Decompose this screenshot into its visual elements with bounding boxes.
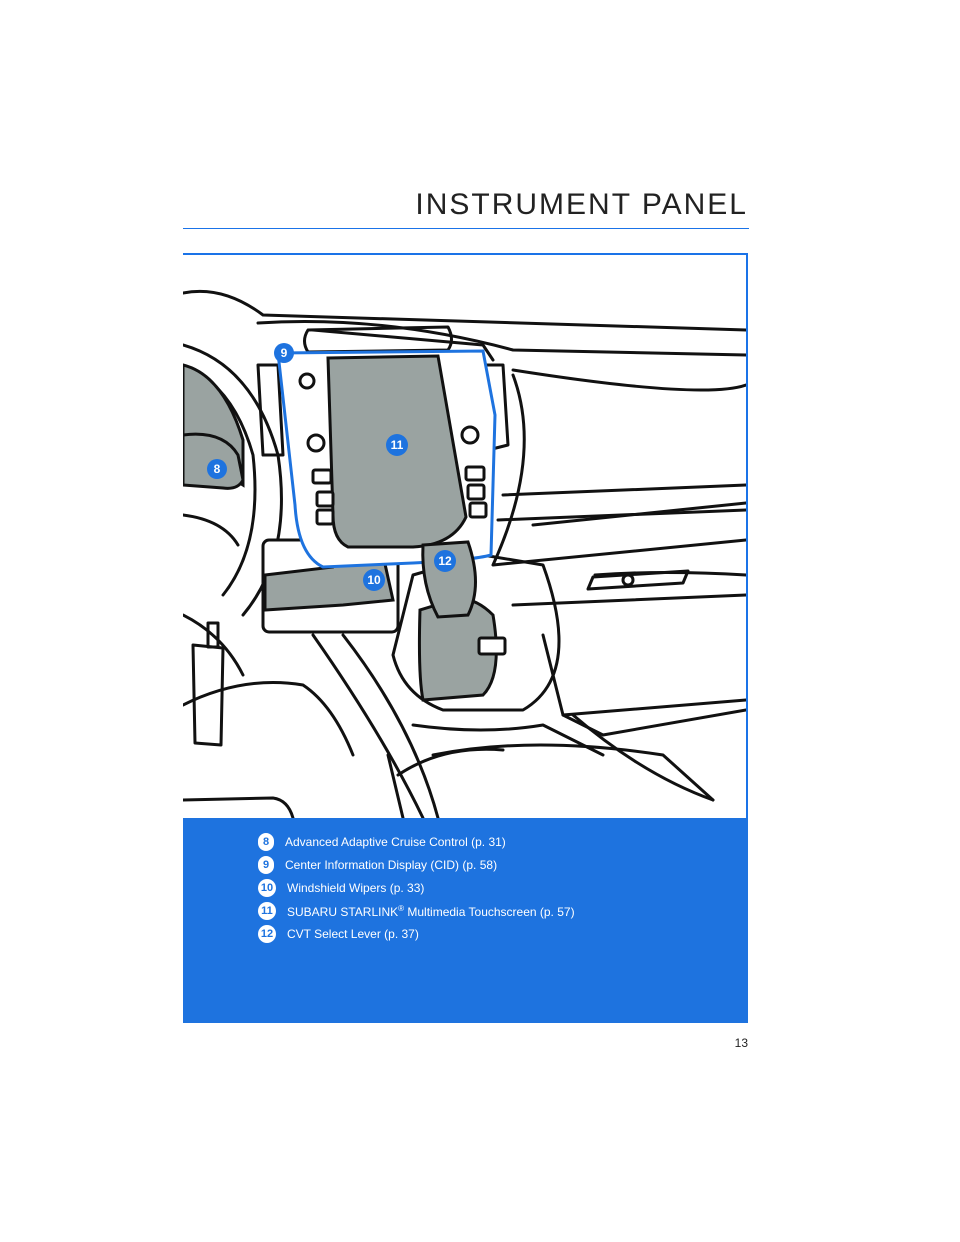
legend-item-12: 12 CVT Select Lever (p. 37) — [258, 924, 419, 944]
legend-number: 10 — [258, 879, 276, 897]
callout-9: 9 — [274, 343, 294, 363]
title-rule — [183, 228, 749, 229]
legend-panel: 8 Advanced Adaptive Cruise Control (p. 3… — [183, 818, 748, 1023]
legend-label: SUBARU STARLINK® Multimedia Touchscreen … — [287, 904, 575, 919]
legend-label: Windshield Wipers (p. 33) — [287, 881, 425, 895]
legend-label-rest: Multimedia Touchscreen (p. 57) — [404, 904, 575, 919]
legend-label: Center Information Display (CID) (p. 58) — [285, 858, 498, 872]
legend-item-11: 11 SUBARU STARLINK® Multimedia Touchscre… — [258, 901, 575, 921]
callout-8: 8 — [207, 459, 227, 479]
registered-mark: ® — [398, 903, 405, 913]
callout-12: 12 — [434, 550, 456, 572]
legend-number: 11 — [258, 902, 276, 920]
legend-item-8: 8 Advanced Adaptive Cruise Control (p. 3… — [258, 832, 506, 852]
legend-number: 8 — [258, 833, 274, 851]
legend-number: 12 — [258, 925, 276, 943]
legend-label: Advanced Adaptive Cruise Control (p. 31) — [285, 835, 506, 849]
page-number: 13 — [734, 1036, 748, 1050]
callout-11: 11 — [386, 434, 408, 456]
page-title: INSTRUMENT PANEL — [415, 188, 748, 221]
legend-label: CVT Select Lever (p. 37) — [287, 927, 419, 941]
legend-label-brand: SUBARU STARLINK — [287, 904, 399, 919]
legend-number: 9 — [258, 856, 274, 874]
callout-10: 10 — [363, 569, 385, 591]
figure-frame — [183, 253, 748, 1023]
legend-item-9: 9 Center Information Display (CID) (p. 5… — [258, 855, 497, 875]
instrument-panel-illustration — [183, 289, 746, 818]
legend-item-10: 10 Windshield Wipers (p. 33) — [258, 878, 424, 898]
